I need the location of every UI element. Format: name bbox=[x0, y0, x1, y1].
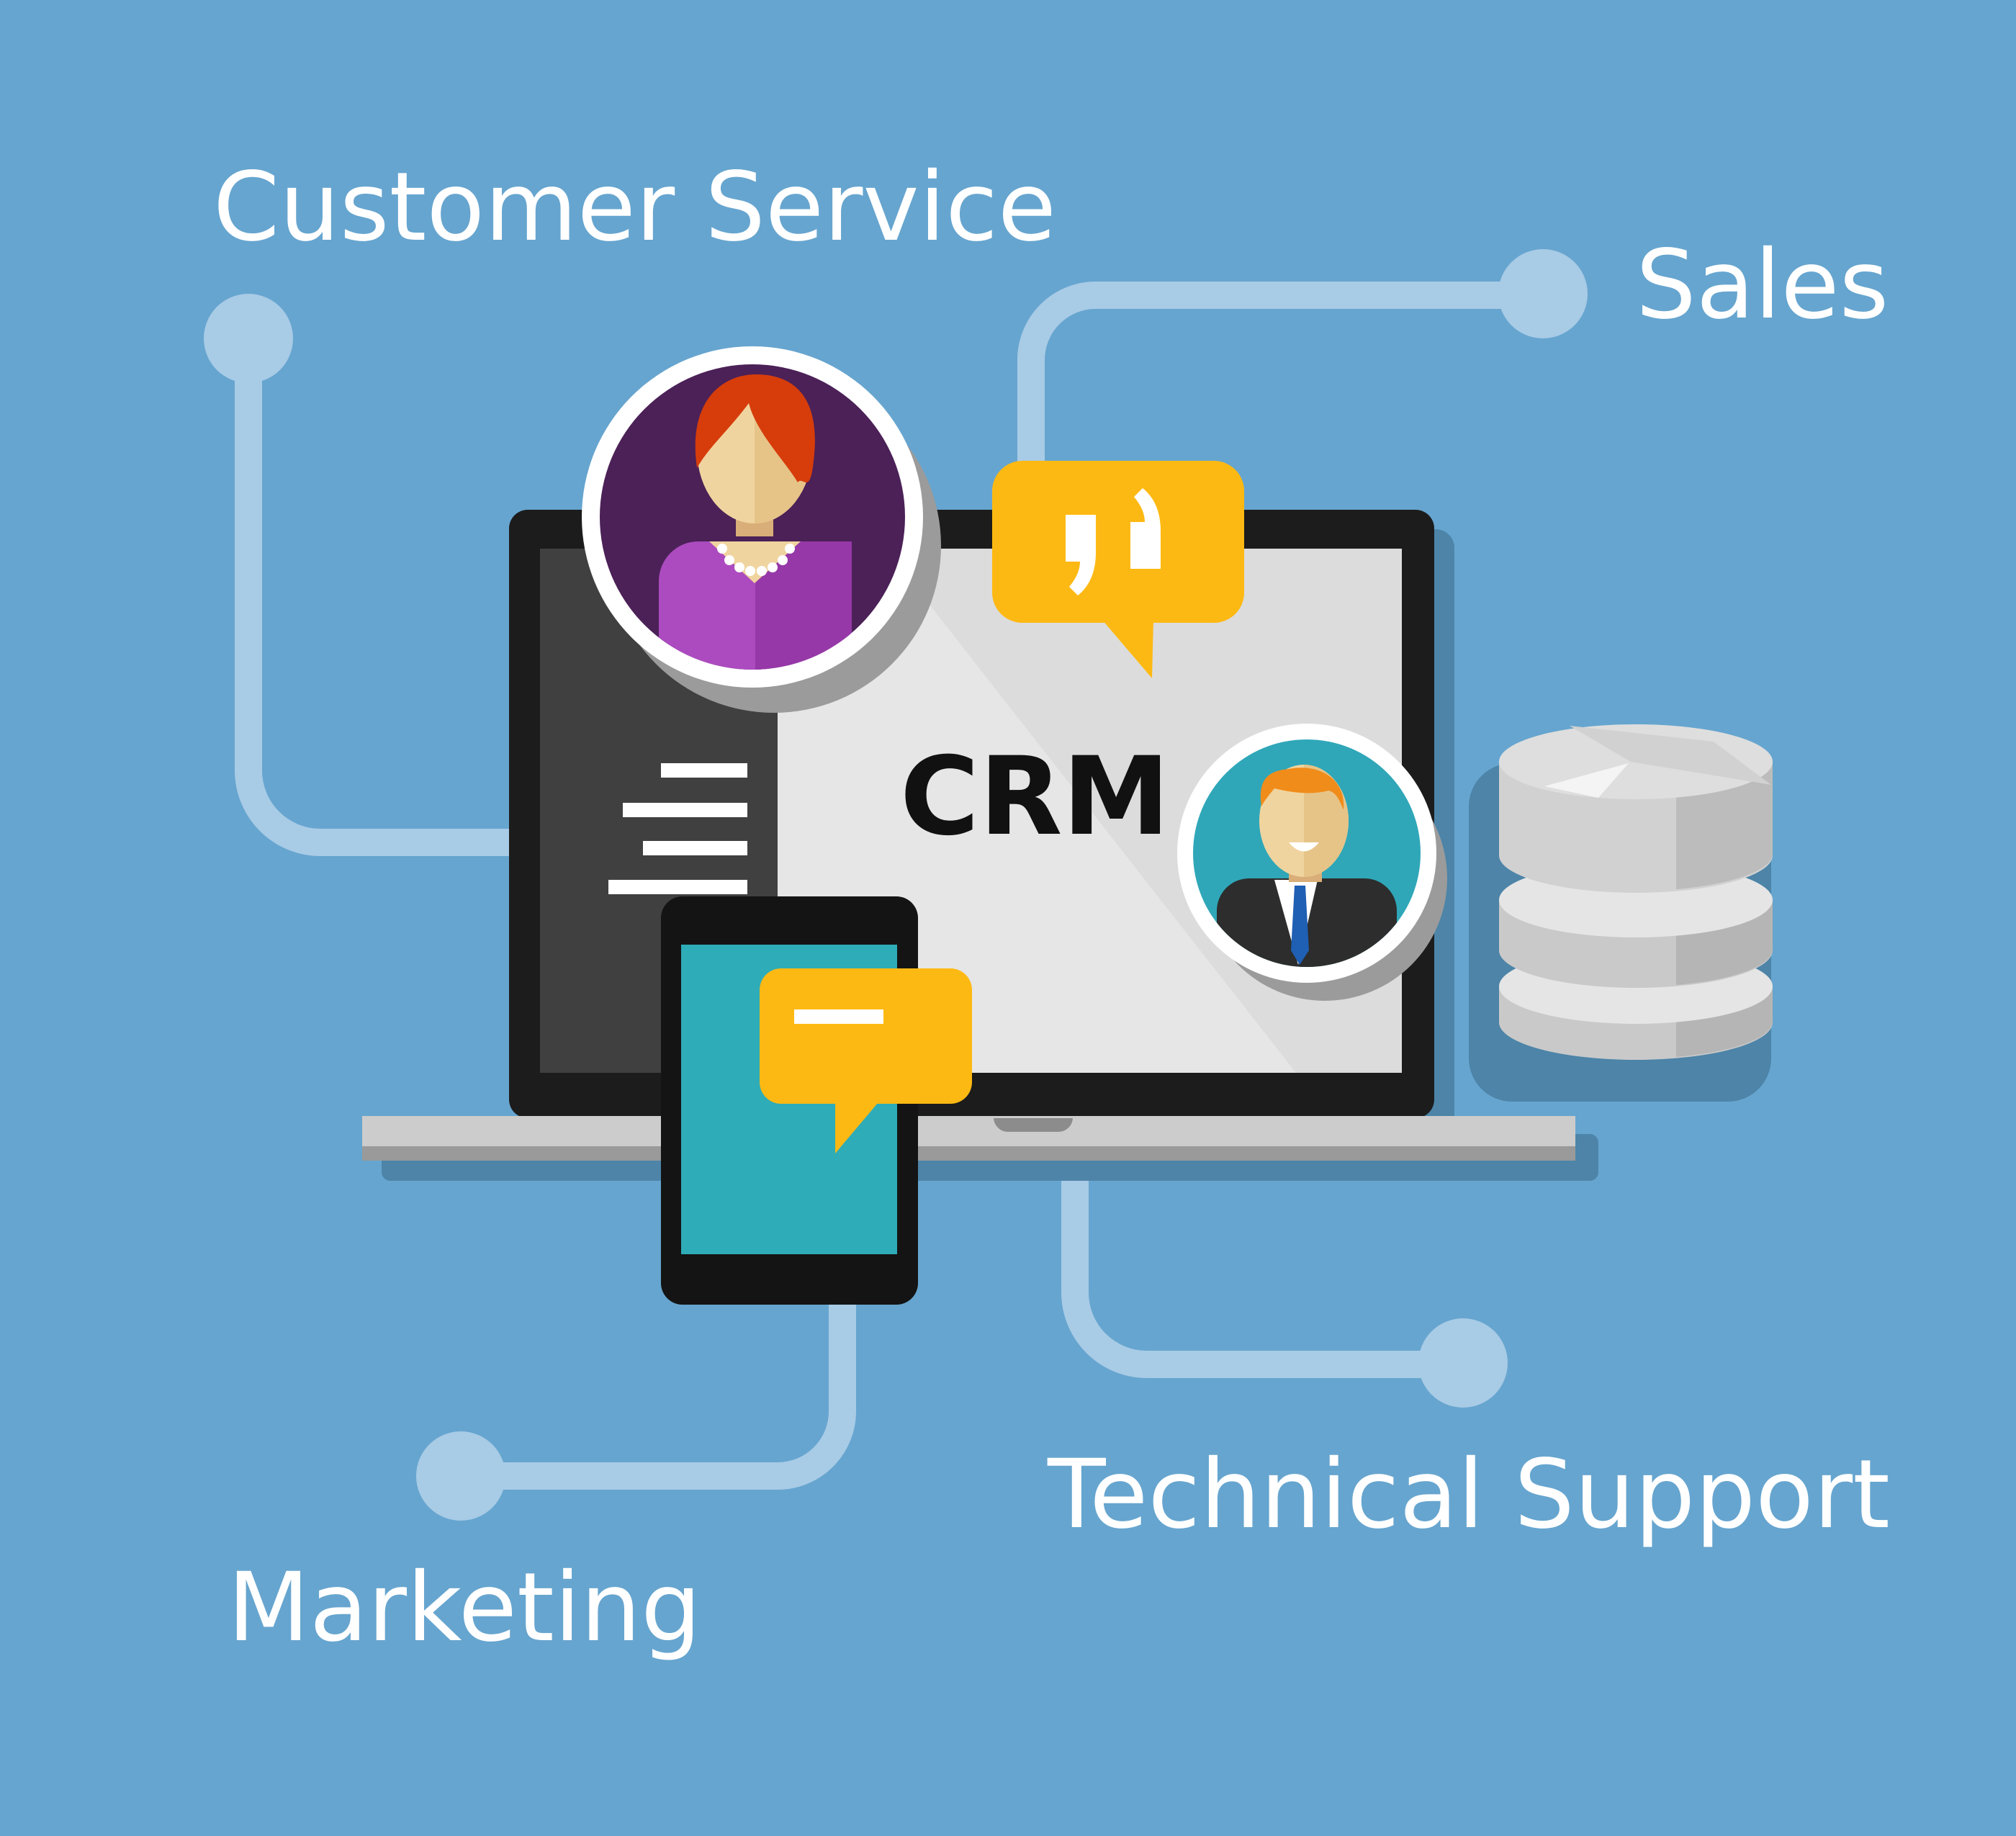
node-technical-support bbox=[1418, 1318, 1508, 1408]
database-icon bbox=[1499, 724, 1773, 1060]
crm-title: CRM bbox=[900, 734, 1170, 860]
connector-technical-support bbox=[1061, 1138, 1426, 1378]
connector-customer-service bbox=[235, 338, 518, 856]
connector-nodes bbox=[204, 249, 1588, 1521]
quote-speech-bubble-icon bbox=[992, 461, 1244, 678]
label-customer-service: Customer Service bbox=[213, 152, 1056, 263]
woman-avatar-icon bbox=[582, 346, 941, 713]
connectors bbox=[235, 282, 1541, 1490]
node-marketing bbox=[416, 1431, 505, 1521]
label-sales: Sales bbox=[1636, 230, 1889, 341]
businessman-avatar-icon bbox=[1177, 724, 1447, 1001]
label-technical-support: Technical Support bbox=[1048, 1439, 1890, 1550]
chat-bubble-icon bbox=[760, 968, 972, 1153]
connector-marketing bbox=[468, 1289, 856, 1490]
label-marketing: Marketing bbox=[228, 1552, 701, 1663]
connector-sales bbox=[1017, 282, 1541, 504]
node-customer-service bbox=[204, 294, 293, 383]
node-sales bbox=[1498, 249, 1588, 338]
